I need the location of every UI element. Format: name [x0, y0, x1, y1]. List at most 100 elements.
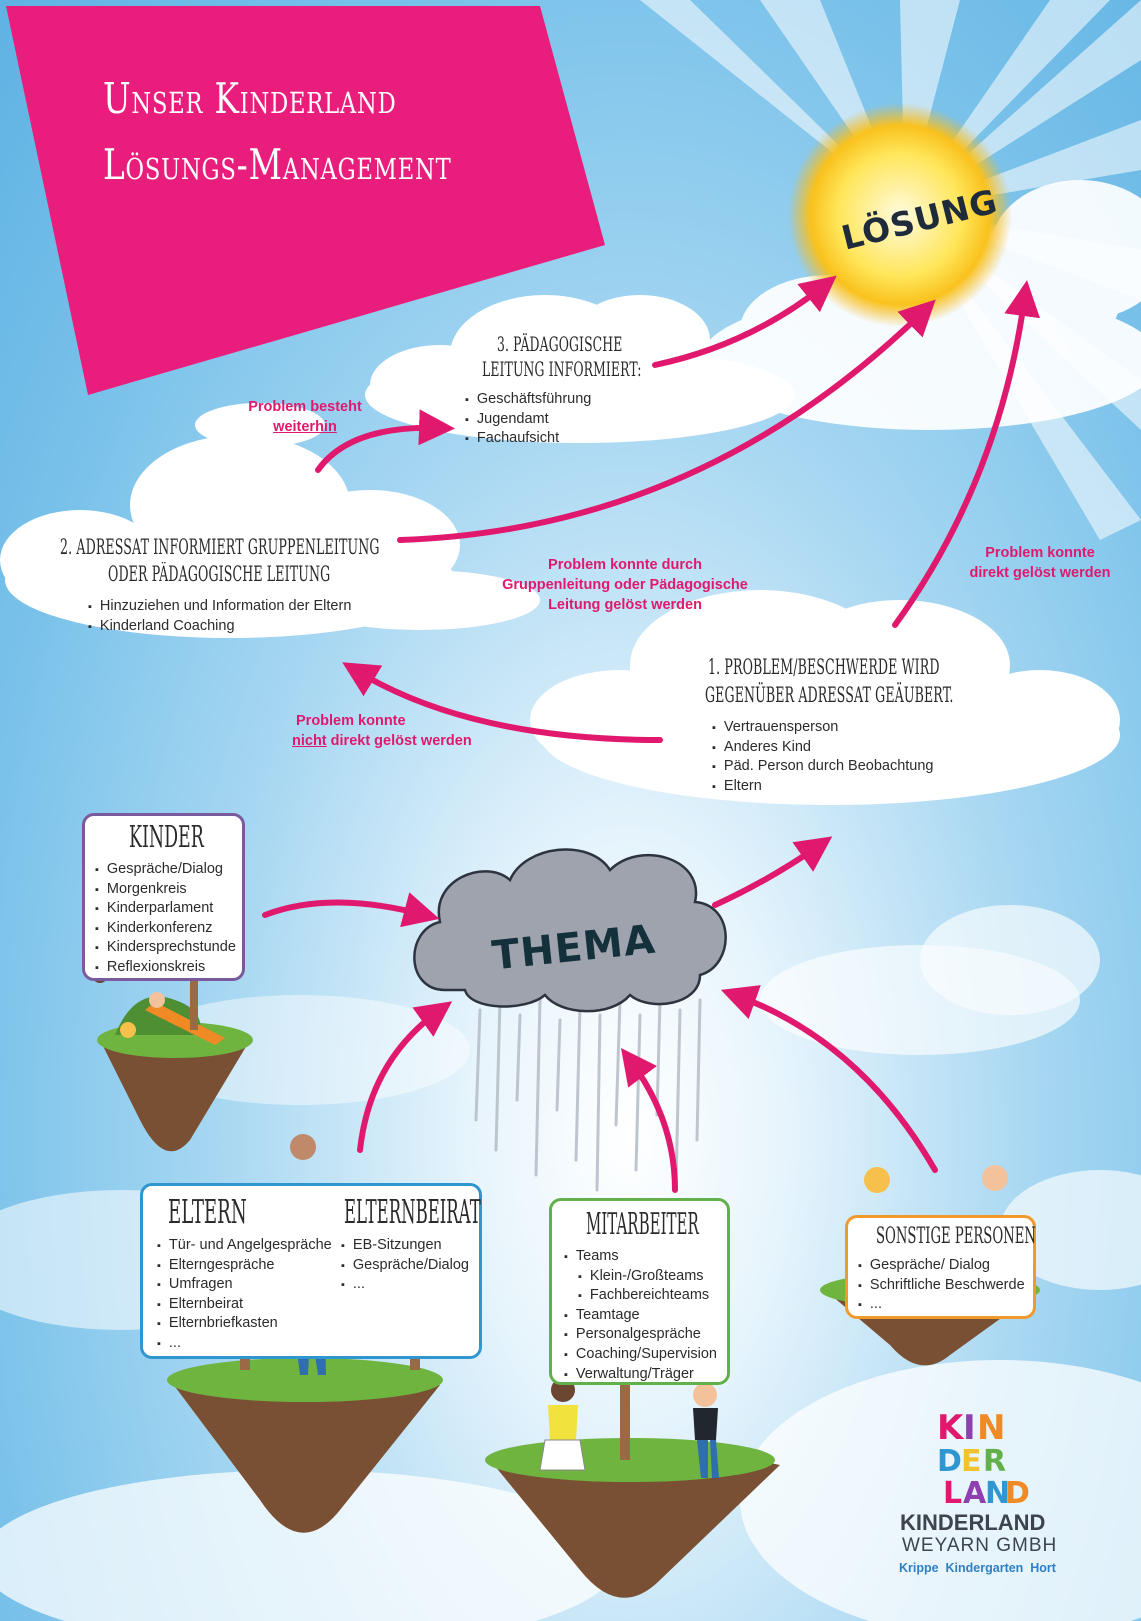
board-list-eltern: Tür- und Angelgespräche Elterngespräche …	[157, 1236, 332, 1354]
logo-letter: D	[1005, 1476, 1030, 1511]
list-item: Elternbeirat	[157, 1295, 332, 1315]
logo-letter: D	[937, 1444, 962, 1479]
arrow-step3-to-sun	[652, 275, 837, 368]
board-list-elternbeirat: EB-Sitzungen Gespräche/Dialog ...	[341, 1236, 469, 1295]
storm-cloud	[413, 848, 727, 1013]
list-item: Kinderparlament	[95, 899, 236, 919]
arrow-step1-to-sun	[892, 280, 1041, 628]
list-item: Fachaufsicht	[465, 429, 591, 449]
board-list: Gespräche/Dialog Morgenkreis Kinderparla…	[95, 860, 236, 978]
list-item: Geschäftsführung	[465, 390, 591, 410]
board-kinder: Kinder Gespräche/Dialog Morgenkreis Kind…	[82, 813, 245, 981]
arrow-kinder-to-thema	[262, 892, 440, 928]
list-item: Gespräche/ Dialog	[858, 1256, 1025, 1276]
step1-heading-line1: 1. Problem/Beschwerde wird	[708, 655, 940, 679]
label-solved-by-leaders: Problem konnte durch Gruppenleitung oder…	[495, 555, 755, 615]
logo-letter: L	[943, 1476, 962, 1511]
list-item: Morgenkreis	[95, 880, 236, 900]
arrow-sonstige-to-thema	[720, 985, 938, 1173]
step1-heading-line2: gegenüber Adressat geäubert.	[705, 683, 954, 707]
list-item: Schriftliche Beschwerde	[858, 1276, 1025, 1296]
island-mitarbeiter	[485, 1330, 780, 1598]
list-item: Klein-/Großteams	[564, 1267, 717, 1287]
logo-letter: I	[963, 1408, 976, 1448]
logo-name: KINDERLAND	[900, 1510, 1046, 1535]
list-item: Verwaltung/Träger	[564, 1365, 717, 1385]
list-item: Hinzuziehen und Information der Eltern	[88, 597, 351, 617]
arrow-step2-to-step3	[315, 409, 455, 473]
logo-letter: R	[983, 1444, 1006, 1479]
board-title: Kinder	[129, 820, 204, 855]
step3-heading-line1: 3. Pädagogische	[497, 332, 623, 356]
step2-heading-line2: oder pädagogische Leitung	[108, 562, 331, 586]
board-sonstige: Sonstige Personen Gespräche/ Dialog Schr…	[845, 1215, 1036, 1319]
label-line: Problem konnte	[985, 545, 1095, 561]
list-item: Eltern	[712, 777, 934, 797]
list-item: Teams	[564, 1247, 717, 1267]
flow-arrows	[262, 275, 1041, 1193]
list-item: ...	[157, 1334, 332, 1354]
arrow-step2-to-sun	[397, 299, 936, 543]
step2-heading-line1: 2. Adressat informiert Gruppenleitung	[60, 535, 380, 559]
kinderland-logo-mark: K I N D E R L A N D	[937, 1408, 1030, 1511]
board-list: Teams Klein-/Großteams Fachbereichteams …	[564, 1247, 717, 1384]
label-line: Leitung gelöst werden	[548, 597, 702, 613]
board-list: Gespräche/ Dialog Schriftliche Beschwerd…	[858, 1256, 1025, 1315]
label-line: Problem konnte durch	[548, 557, 702, 573]
list-item: EB-Sitzungen	[341, 1236, 469, 1256]
arrow-step1-to-step2	[342, 662, 663, 743]
sun	[788, 103, 1012, 327]
title-banner	[6, 6, 605, 395]
board-title-eltern: Eltern	[168, 1192, 247, 1231]
island-kinder	[92, 945, 253, 1152]
board-mitarbeiter: Mitarbeiter Teams Klein-/Großteams Fachb…	[549, 1198, 730, 1385]
list-item: Coaching/Supervision	[564, 1345, 717, 1365]
step2-list: Hinzuziehen und Information der Eltern K…	[88, 597, 351, 636]
list-item: Teamtage	[564, 1306, 717, 1326]
step3-heading-line2: Leitung informiert:	[482, 357, 642, 381]
list-item: Jugendamt	[465, 410, 591, 430]
list-item: ...	[858, 1295, 1025, 1315]
label-line: weiterhin	[273, 419, 337, 435]
rain	[474, 998, 702, 1192]
arrow-eltern-to-thema	[357, 1001, 453, 1153]
list-item: Kinderland Coaching	[88, 617, 351, 637]
board-title: Sonstige Personen	[876, 1224, 1036, 1249]
step1-list: Vertrauensperson Anderes Kind Päd. Perso…	[712, 718, 934, 796]
list-item: ...	[341, 1275, 469, 1295]
label-line: direkt gelöst werden	[969, 565, 1111, 581]
list-item: Kinderkonferenz	[95, 919, 236, 939]
list-item: Kindersprechstunde	[95, 938, 236, 958]
arrow-thema-to-step1	[712, 836, 833, 908]
list-item: Gespräche/Dialog	[95, 860, 236, 880]
arrow-mitarbeiter-to-thema	[621, 1047, 678, 1193]
list-item: Vertrauensperson	[712, 718, 934, 738]
logo-letter: A	[963, 1476, 987, 1511]
label-line: Problem besteht	[248, 399, 362, 415]
list-item: Tür- und Angelgespräche	[157, 1236, 332, 1256]
logo-tagline: Krippe Kindergarten Hort	[899, 1561, 1056, 1575]
title-line1: Unser Kinderland	[103, 74, 397, 123]
label-solved-directly: Problem konnte direkt gelöst werden	[955, 543, 1125, 583]
list-item: Elternbriefkasten	[157, 1314, 332, 1334]
label-line: Problem konnte	[296, 713, 406, 729]
list-item: Fachbereichteams	[564, 1286, 717, 1306]
label-underlined: nicht	[292, 733, 327, 749]
board-title: Mitarbeiter	[586, 1207, 699, 1242]
label-not-solved: Problem konnte nicht direkt gelöst werde…	[292, 711, 492, 751]
list-item: Päd. Person durch Beobachtung	[712, 757, 934, 777]
list-item: Elterngespräche	[157, 1256, 332, 1276]
board-eltern: Eltern Elternbeirat Tür- und Angelgesprä…	[140, 1183, 482, 1359]
logo-letter: N	[985, 1476, 1010, 1511]
logo-letter: K	[937, 1408, 965, 1448]
label-rest: direkt gelöst werden	[326, 733, 472, 749]
list-item: Reflexionskreis	[95, 958, 236, 978]
logo-letter: N	[977, 1408, 1005, 1448]
logo-letter: E	[961, 1444, 982, 1479]
list-item: Gespräche/Dialog	[341, 1256, 469, 1276]
label-line: nicht direkt gelöst werden	[292, 731, 492, 751]
list-item: Personalgespräche	[564, 1325, 717, 1345]
list-item: Anderes Kind	[712, 738, 934, 758]
board-title-elternbeirat: Elternbeirat	[344, 1192, 481, 1231]
